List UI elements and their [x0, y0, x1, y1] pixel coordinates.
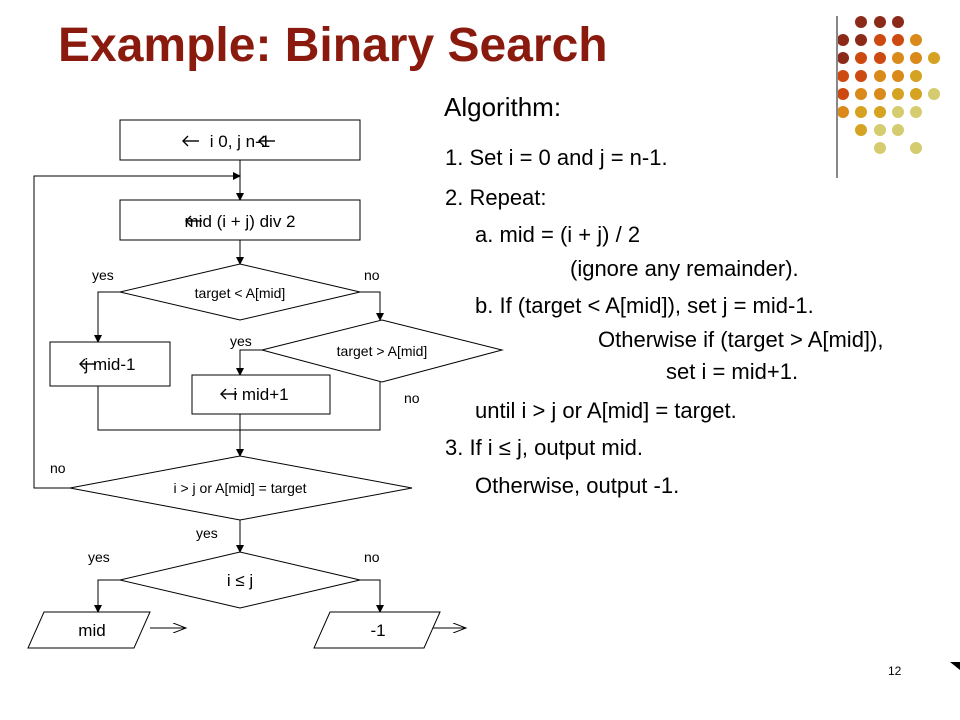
decision2-text: target > A[mid] — [337, 343, 428, 359]
set-i-box — [191, 374, 331, 415]
left-arrow-icon — [258, 135, 275, 147]
corner-arrow-icon — [950, 662, 960, 670]
dot-grid-dots — [837, 16, 940, 154]
left-arrow-icon — [182, 135, 199, 147]
divider-line — [836, 16, 838, 178]
output-neg-parallelogram — [313, 611, 441, 649]
output-neg-text: -1 — [370, 621, 385, 640]
decision1-diamond — [119, 263, 361, 321]
output-mid-parallelogram — [27, 611, 151, 649]
arrow-decision1-yes — [94, 291, 120, 343]
decision3-text: i ≤ j — [227, 571, 253, 590]
arrow-decision1-no — [360, 291, 384, 321]
set-i-text: i mid+1 — [233, 385, 288, 404]
decorative-dot-grid — [837, 16, 940, 154]
left-arrow-icon — [79, 358, 96, 370]
init-text: i 0, j n-1 — [210, 132, 270, 151]
line-decision2-no — [240, 382, 381, 431]
decision2-no-label: no — [404, 390, 420, 406]
decision2-yes-label: yes — [230, 333, 252, 349]
init-box — [119, 119, 361, 161]
slide-title: Example: Binary Search — [58, 19, 608, 72]
decision3-diamond — [119, 551, 361, 609]
arrow-decision3-yes — [94, 579, 120, 613]
left-arrow-icon — [220, 388, 237, 400]
assignment-arrow-icons — [79, 135, 275, 400]
loop-no-label: no — [50, 460, 66, 476]
decision1-no-label: no — [364, 267, 380, 283]
slide-number: 12 — [888, 664, 902, 678]
decision2-diamond — [260, 319, 504, 383]
set-j-box — [49, 341, 171, 387]
line-set-j-merge — [97, 386, 240, 431]
arrow-decision2-yes — [236, 349, 262, 376]
decision1-text: target < A[mid] — [195, 285, 286, 301]
decision1-yes-label: yes — [92, 267, 114, 283]
loop-decision-diamond — [69, 455, 413, 521]
loop-yes-label: yes — [196, 525, 218, 541]
set-j-text: j mid-1 — [83, 355, 135, 374]
loop-decision-text: i > j or A[mid] = target — [173, 480, 306, 496]
decision3-yes-label: yes — [88, 549, 110, 565]
mid-box — [119, 199, 361, 241]
decision3-no-label: no — [364, 549, 380, 565]
arrow-loop-no — [33, 172, 241, 489]
output-mid-text: mid — [78, 621, 105, 640]
left-arrow-icon — [185, 215, 202, 227]
mid-text: mid (i + j) div 2 — [185, 212, 296, 231]
arrow-decision3-no — [360, 579, 384, 613]
